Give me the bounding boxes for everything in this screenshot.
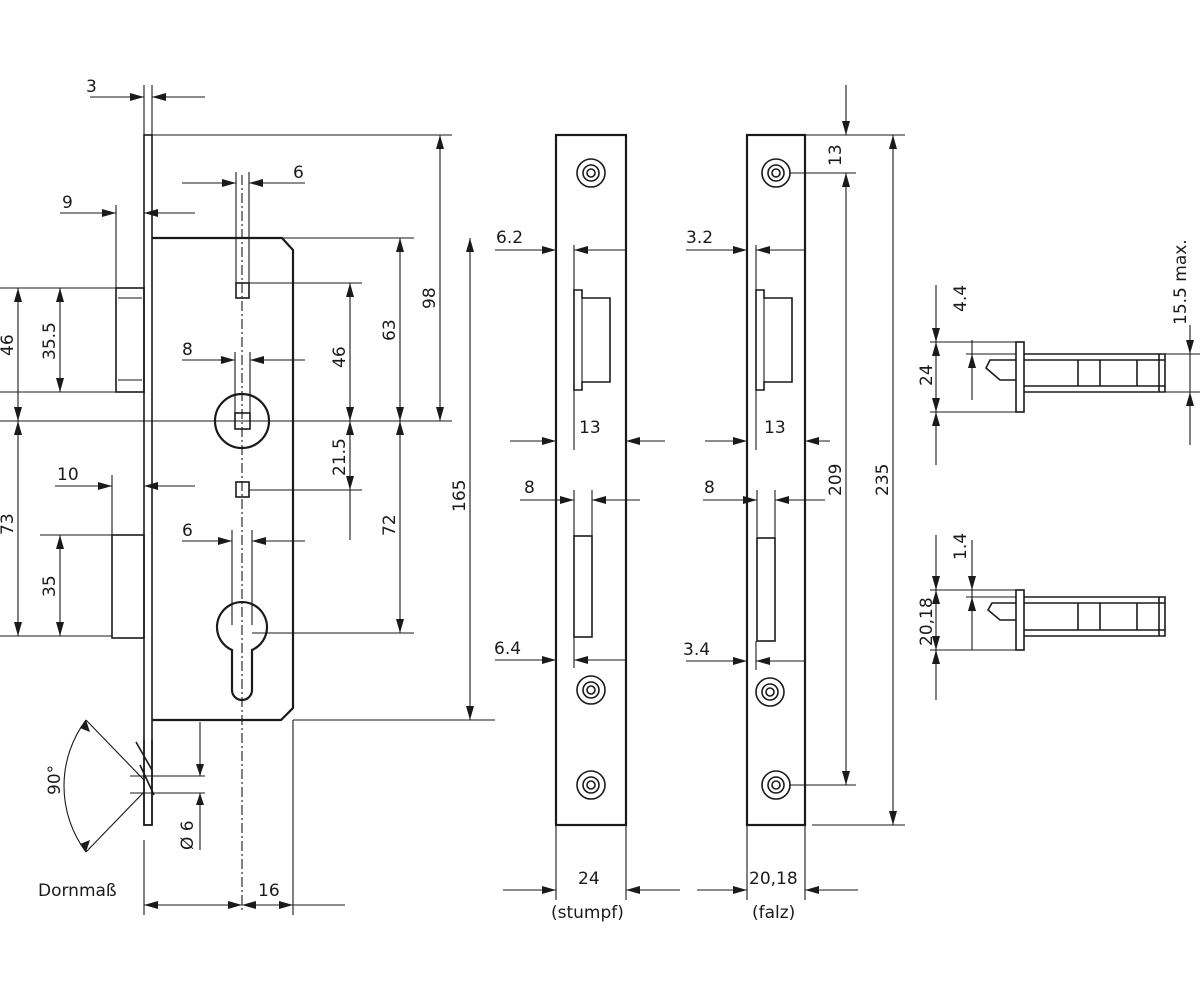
dim-46-left: 46 [0,334,18,356]
dim-6-mid: 6 [182,521,193,541]
dim-21-5: 21.5 [330,438,350,476]
dim-20-18-width: 20,18 [749,869,798,889]
dim-8-follower: 8 [182,340,193,360]
dim-73: 73 [0,513,18,535]
dim-63: 63 [380,319,400,341]
dim-6-top: 6 [293,163,304,183]
latch-bolt [115,287,145,393]
dim-6-4: 6.4 [494,639,521,659]
dim-3-2: 3.2 [686,228,713,248]
dim-9: 9 [62,193,73,213]
dim-46-mid: 46 [330,346,350,368]
dim-3: 3 [86,77,97,97]
dim-16: 16 [258,881,280,901]
dim-24-bolt: 24 [917,364,937,386]
dim-8-a: 8 [524,478,535,498]
dim-3-4: 3.4 [683,640,710,660]
dim-13-b: 13 [764,418,786,438]
dim-24-width: 24 [578,869,600,889]
strike-plate-stumpf: 6.2 13 8 6.4 24 (stumpf) [494,133,680,923]
dim-20-18-bolt: 20,18 [917,597,937,646]
dim-4-4: 4.4 [951,285,971,312]
dim-98: 98 [420,287,440,309]
lock-body-view: 3 9 6 8 10 6 16 Dornmaß 46 35.5 73 35 46… [0,77,495,915]
label-falz: (falz) [752,903,795,923]
dim-8-b: 8 [704,478,715,498]
strike-plate-falz: 3.2 13 8 3.4 20,18 (falz) 13 209 235 [683,85,905,923]
cylinder-cutout [215,601,269,702]
dim-35-5: 35.5 [40,322,60,360]
bolt-detail-lower: 1.4 20,18 [917,533,1166,700]
label-stumpf: (stumpf) [551,903,624,923]
dim-72: 72 [380,514,400,536]
screw-detail [63,719,205,853]
dim-13-a: 13 [579,418,601,438]
bolt-detail-upper: 4.4 24 15.5 max. [917,239,1200,465]
strike-plate-falz-outline [745,133,807,827]
dim-165: 165 [450,480,470,512]
dim-235: 235 [873,464,893,496]
dim-1-4: 1.4 [951,533,971,560]
dim-90deg: 90° [45,765,65,795]
dim-dia6: Ø 6 [178,820,198,850]
dead-bolt [111,534,145,639]
dim-13-top: 13 [826,144,846,166]
dim-209: 209 [826,464,846,496]
label-dornmass: Dornmaß [38,881,117,901]
dim-15-5max: 15.5 max. [1171,239,1191,325]
dim-10: 10 [57,465,79,485]
strike-plate-stumpf-outline [554,133,628,827]
lock-case [152,236,295,722]
dim-35: 35 [40,575,60,597]
dim-6-2: 6.2 [496,228,523,248]
lock-faceplate [143,134,153,826]
